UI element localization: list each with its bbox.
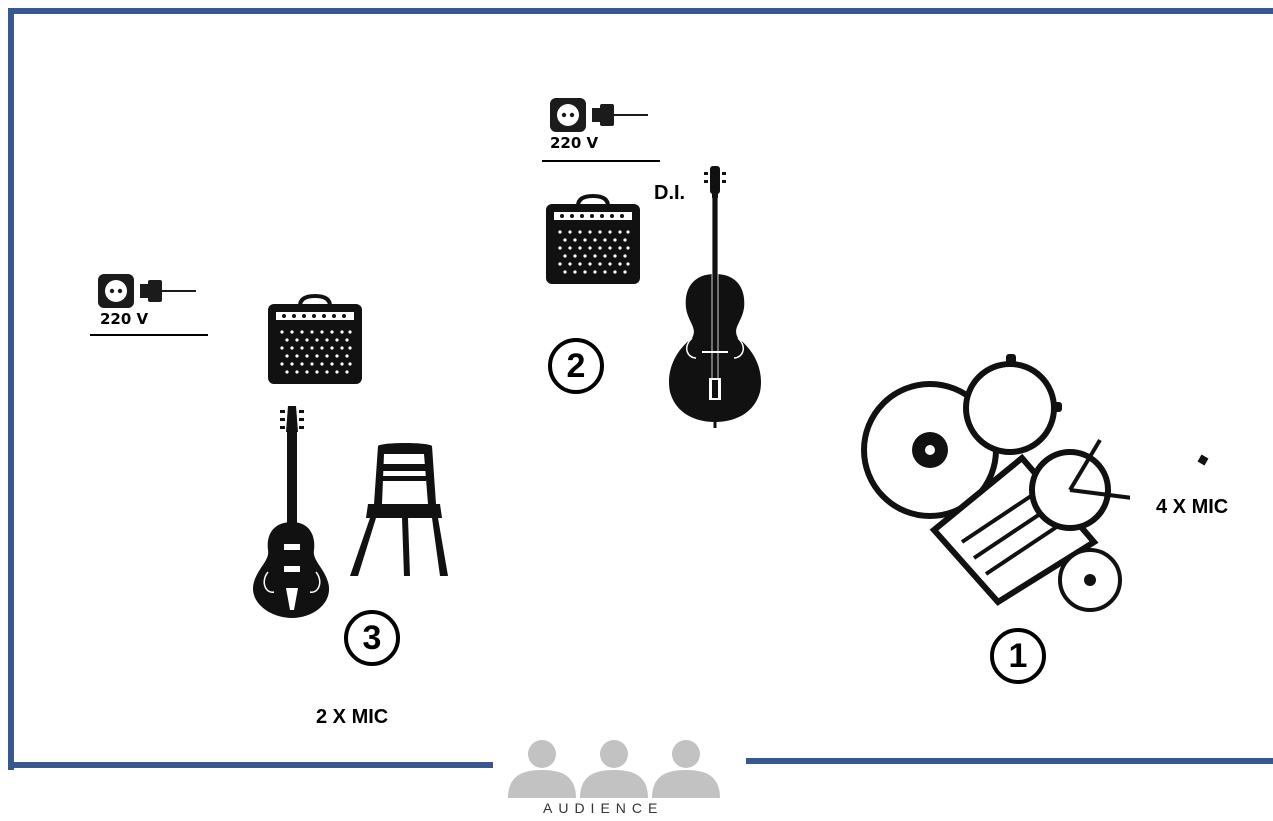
- power-outlet-center: 220 V: [548, 96, 663, 164]
- guitar-icon: [246, 404, 336, 620]
- power-outlet-left: 220 V: [96, 272, 211, 340]
- chair-icon: [348, 440, 450, 580]
- amplifier-icon: [544, 194, 642, 288]
- position-3-marker: 3: [344, 610, 400, 666]
- position-1-marker: 1: [990, 628, 1046, 684]
- power-outlet-icon: [96, 272, 206, 312]
- double-bass-icon: [662, 162, 772, 428]
- guitar-mic-label: 2 X MIC: [316, 706, 388, 729]
- power-rule-left: [90, 334, 208, 336]
- voltage-label-left: 220 V: [100, 310, 148, 328]
- power-outlet-icon: [548, 96, 658, 136]
- stage-border-bottom-left: [8, 762, 493, 768]
- stage-border-bottom-right: [746, 758, 1273, 764]
- position-2-marker: 2: [548, 338, 604, 394]
- drums-mic-label: 4 X MIC: [1156, 496, 1228, 519]
- voltage-label-center: 220 V: [550, 134, 598, 152]
- audience-icon: [504, 740, 724, 800]
- audience-label: AUDIENCE: [543, 800, 663, 816]
- stage-border-top: [8, 8, 1273, 14]
- drum-kit-icon: [858, 352, 1130, 628]
- power-rule-center: [542, 160, 660, 162]
- stage-border-left: [8, 8, 14, 770]
- amplifier-icon: [266, 294, 364, 388]
- mic-stand-marker: [1198, 455, 1209, 466]
